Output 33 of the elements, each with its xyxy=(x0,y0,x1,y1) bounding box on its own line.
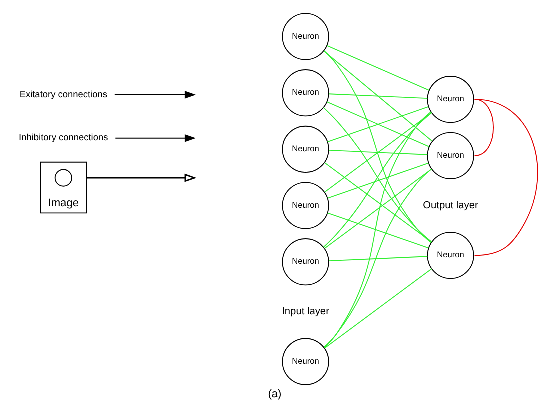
connector xyxy=(328,93,428,99)
node-circle: Neuron xyxy=(427,232,474,279)
node-person xyxy=(54,168,72,186)
node-text: Exitatory connections xyxy=(20,88,108,99)
arrow xyxy=(114,90,196,98)
connector xyxy=(324,50,432,243)
arrow xyxy=(115,134,196,142)
connector xyxy=(324,50,433,142)
node-text: Inhibitory connections xyxy=(19,132,108,142)
connector xyxy=(327,212,430,248)
connector xyxy=(326,44,430,91)
connector xyxy=(328,149,428,155)
connector xyxy=(324,268,432,348)
connector xyxy=(327,162,430,198)
label: Input layer xyxy=(282,306,330,318)
node-circle: Neuron xyxy=(282,12,330,60)
connector xyxy=(474,98,494,156)
node-circle: Neuron xyxy=(282,338,330,385)
connector xyxy=(474,98,538,256)
node-circle: Neuron xyxy=(282,69,330,116)
cluster: Image xyxy=(40,161,88,214)
node-circle: Neuron xyxy=(427,76,474,123)
connector xyxy=(324,111,432,348)
label: Output layer xyxy=(423,200,478,211)
connector xyxy=(324,112,432,192)
caption: (a) xyxy=(268,388,282,400)
node-circle: Neuron xyxy=(282,182,330,229)
connector xyxy=(328,256,428,262)
node-circle: Neuron xyxy=(282,238,330,286)
node-circle: Neuron xyxy=(427,132,474,179)
node-circle: Neuron xyxy=(282,125,330,172)
connector xyxy=(324,168,432,348)
arrow xyxy=(86,173,197,182)
